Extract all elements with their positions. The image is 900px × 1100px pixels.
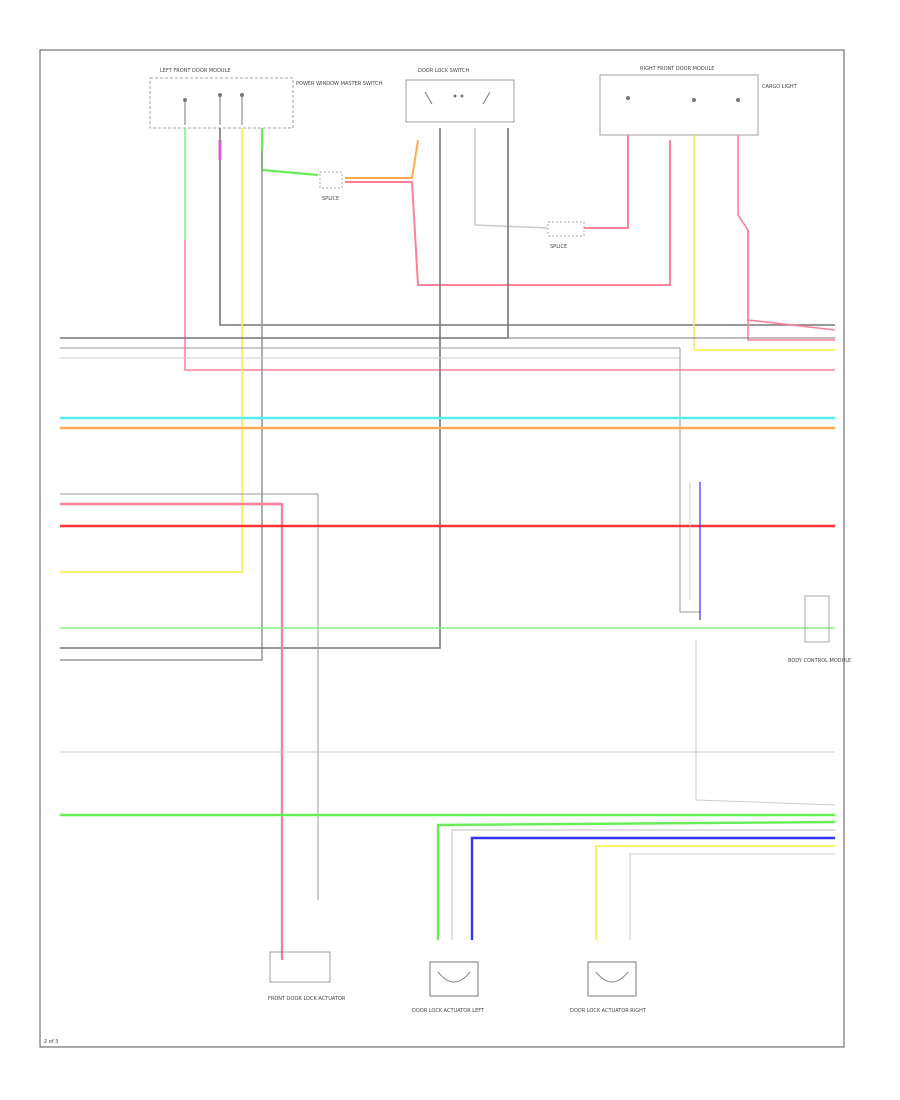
- door-lock-switch: DOOR LOCK SWITCH: [405, 68, 515, 123]
- top-wires: [60, 128, 836, 661]
- actuator-right-label: DOOR LOCK ACTUATOR RIGHT: [570, 1008, 647, 1014]
- horizontal-bus: [60, 337, 836, 960]
- splice-right-label: SPLICE: [550, 244, 567, 250]
- left-door-module: LEFT FRONT DOOR MODULE POWER WINDOW MAST…: [149, 68, 383, 129]
- door-lock-switch-label: DOOR LOCK SWITCH: [418, 68, 470, 74]
- bottom-terminal-group: [436, 820, 836, 940]
- splice-left-label: SPLICE: [322, 196, 339, 202]
- actuator-right: DOOR LOCK ACTUATOR RIGHT: [570, 961, 647, 1014]
- diagram-frame: [39, 49, 845, 1048]
- page-footer: 2 of 3: [44, 1039, 58, 1045]
- right-module-label: RIGHT FRONT DOOR MODULE: [640, 66, 714, 72]
- actuator-left: DOOR LOCK ACTUATOR LEFT: [412, 961, 485, 1014]
- splice-right: SPLICE: [547, 221, 585, 250]
- actuator-left-label: DOOR LOCK ACTUATOR LEFT: [412, 1008, 485, 1014]
- right-door-module: RIGHT FRONT DOOR MODULE CARGO LIGHT: [599, 66, 798, 136]
- left-module-label: LEFT FRONT DOOR MODULE: [160, 68, 231, 74]
- power-window-switch-label: POWER WINDOW MASTER SWITCH: [296, 81, 383, 87]
- front-door-unit: FRONT DOOR LOCK ACTUATOR: [268, 951, 346, 1002]
- splice-left: SPLICE: [319, 171, 343, 202]
- front-door-unit-label: FRONT DOOR LOCK ACTUATOR: [268, 996, 346, 1002]
- bcm-label: BODY CONTROL MODULE: [788, 658, 851, 664]
- bcm-connector: BODY CONTROL MODULE: [788, 595, 851, 664]
- cargo-light-label: CARGO LIGHT: [762, 84, 798, 90]
